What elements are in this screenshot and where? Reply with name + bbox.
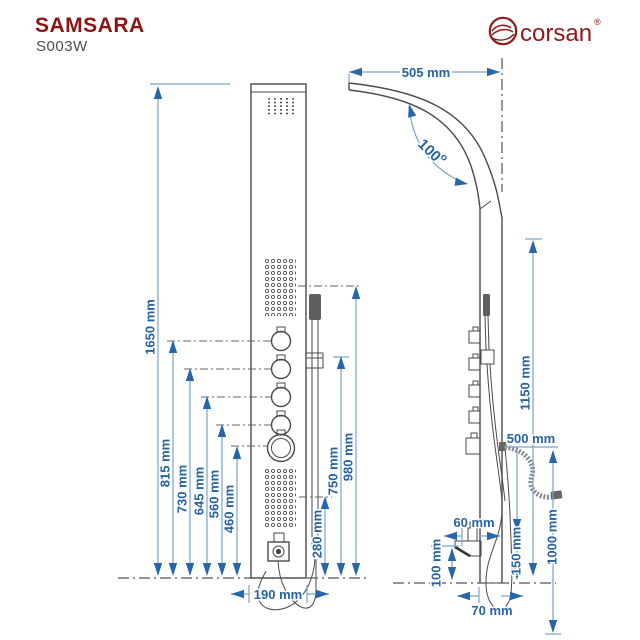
corsan-logo-text: corsan xyxy=(520,20,592,47)
shower-hose-front xyxy=(257,548,317,611)
dim-label-815: 815 mm xyxy=(157,439,172,487)
corsan-logo-mark-icon xyxy=(488,16,518,46)
hose-profile xyxy=(485,363,513,610)
rain-nozzles xyxy=(268,98,294,116)
side-dimensions: 505 mm 100o 1150 mm 500 mm 1000 mm xyxy=(348,64,561,635)
dim-label-1000: 1000 mm xyxy=(544,509,559,565)
diverter-knob xyxy=(266,433,296,463)
dim-label-70: 70 mm xyxy=(471,603,512,618)
hand-shower-front xyxy=(305,294,324,548)
model-number: S003W xyxy=(36,38,88,55)
dim-label-980: 980 mm xyxy=(340,433,355,481)
dim-label-1150: 1150 mm xyxy=(517,356,532,411)
hand-shower-profile xyxy=(480,294,513,610)
registered-mark: ® xyxy=(594,17,601,27)
front-view xyxy=(250,83,324,611)
panel-body-front xyxy=(250,83,307,579)
dim-label-60: 60 mm xyxy=(453,515,494,530)
brand-title: SAMSARA xyxy=(35,14,145,37)
dim-label-460: 460 mm xyxy=(221,485,236,533)
dim-label-150: 150 mm xyxy=(508,527,523,575)
side-view xyxy=(348,58,563,610)
dim-label-730: 730 mm xyxy=(174,465,189,513)
knobs-profile xyxy=(465,326,481,455)
dim-label-560: 560 mm xyxy=(206,470,221,518)
dim-label-angle: 100o xyxy=(414,134,450,170)
spout-front xyxy=(267,532,290,562)
upper-body-jets xyxy=(265,257,296,316)
corsan-logo: corsan ® xyxy=(480,10,630,61)
dim-label-190: 190 mm xyxy=(254,587,302,602)
front-dimensions: 1650 mm 815 mm 730 mm 645 mm 560 mm 460 … xyxy=(118,83,368,604)
dim-label-645: 645 mm xyxy=(191,467,206,515)
dim-label-500: 500 mm xyxy=(507,431,555,446)
dim-label-280: 280 mm xyxy=(309,510,324,558)
dim-label-1650: 1650 mm xyxy=(142,299,157,355)
panel-profile-back xyxy=(348,82,503,583)
lower-body-jets xyxy=(265,468,296,527)
dim-label-505: 505 mm xyxy=(402,65,450,80)
dim-label-750: 750 mm xyxy=(325,447,340,495)
control-knobs xyxy=(266,326,296,463)
panel-profile-front xyxy=(348,89,481,583)
dim-label-100: 100 mm xyxy=(428,539,443,587)
